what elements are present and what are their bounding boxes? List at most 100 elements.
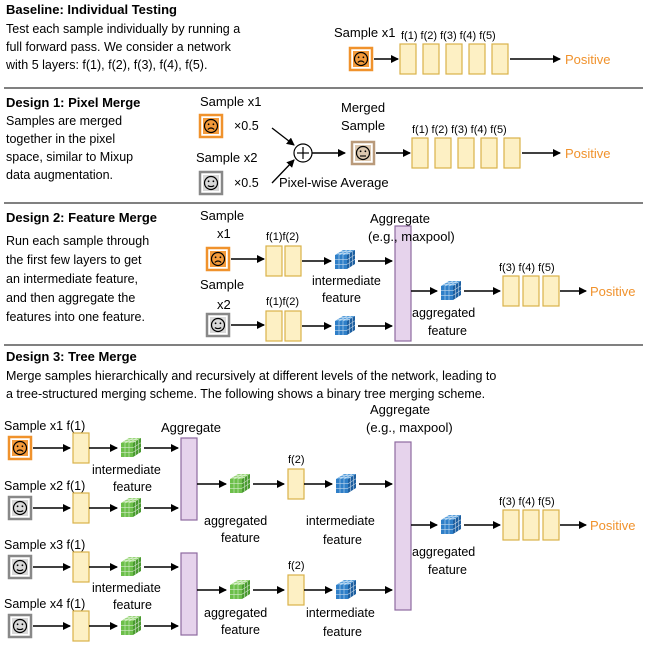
sad-face-icon	[348, 46, 374, 72]
layer-stack-f1-f5	[411, 137, 521, 169]
design1-output: Positive	[565, 146, 611, 161]
design3-f2-label-bottom: f(2)	[288, 560, 305, 572]
design1-section: Design 1: Pixel Merge Samples are merged…	[6, 94, 611, 196]
design3-agg-label-2b: feature	[221, 623, 260, 637]
design3-inter-label-2a: intermediate	[92, 581, 161, 595]
design2-aggregate-label-1: Aggregate	[370, 211, 430, 226]
aggregate-bar	[394, 441, 412, 611]
design2-late-layers: f(3) f(4) f(5)	[499, 262, 555, 274]
merged-face-icon	[350, 140, 376, 166]
feature-cube-icon	[120, 437, 142, 458]
design3-late-layers: f(3) f(4) f(5)	[499, 496, 555, 508]
design2-desc-line2: the first few layers to get	[6, 253, 142, 267]
feature-cube-icon	[440, 514, 462, 535]
baseline-layer-labels: f(1) f(2) f(3) f(4) f(5)	[401, 30, 496, 42]
feature-cube-icon	[120, 497, 142, 518]
design3-inter-label-3b: feature	[323, 533, 362, 547]
baseline-desc-line1: Test each sample individually by running…	[6, 22, 240, 36]
design2-desc-line3: an intermediate feature,	[6, 272, 138, 286]
baseline-output: Positive	[565, 52, 611, 67]
layer-stack-f3-f5	[502, 275, 560, 307]
design3-final-agg-label-2: feature	[428, 563, 467, 577]
baseline-title: Baseline: Individual Testing	[6, 2, 177, 17]
sad-face-icon	[7, 435, 33, 461]
design2-output: Positive	[590, 284, 636, 299]
sad-face-icon	[205, 246, 231, 272]
design1-op-label: Pixel-wise Average	[279, 175, 389, 190]
design2-agg-label-2: feature	[428, 324, 467, 338]
baseline-sample-label: Sample x1	[334, 25, 395, 40]
design3-desc-line2: a tree-structured merging scheme. The fo…	[6, 387, 485, 401]
arrow-icon	[271, 159, 295, 184]
neutral-face-icon	[7, 613, 33, 639]
design3-agg-label-1a: aggregated	[204, 514, 267, 528]
layer-stack-f3-f5	[502, 509, 560, 541]
feature-cube-icon	[335, 473, 357, 494]
design3-final-agg-label-1: aggregated	[412, 545, 475, 559]
design3-f2-label-top: f(2)	[288, 454, 305, 466]
design2-inter-label-1: intermediate	[312, 274, 381, 288]
plus-circle-icon	[293, 143, 313, 163]
aggregate-bar	[180, 552, 198, 636]
design2-sample2-x: x2	[217, 297, 231, 312]
design1-layer-labels: f(1) f(2) f(3) f(4) f(5)	[412, 124, 507, 136]
design2-agg-label-1: aggregated	[412, 306, 475, 320]
design3-output: Positive	[590, 518, 636, 533]
design3-inter-label-4a: intermediate	[306, 606, 375, 620]
neutral-face-icon	[198, 170, 224, 196]
neutral-face-icon	[7, 495, 33, 521]
feature-cube-icon	[229, 579, 251, 600]
feature-cube-icon	[334, 249, 356, 270]
design3-inter-label-3a: intermediate	[306, 514, 375, 528]
neutral-face-icon	[7, 554, 33, 580]
design2-sample2-word: Sample	[200, 277, 244, 292]
design2-aggregate-label-2: (e.g., maxpool)	[368, 229, 455, 244]
design1-merged-label-2: Sample	[341, 118, 385, 133]
design3-desc-line1: Merge samples hierarchically and recursi…	[6, 369, 496, 383]
design1-desc-line3: space, similar to Mixup	[6, 150, 133, 164]
design3-sample2-label: Sample x2 f(1)	[4, 479, 85, 493]
neutral-face-icon	[205, 312, 231, 338]
design3-aggregate-big-label-1: Aggregate	[370, 402, 430, 417]
design3-aggregate-label: Aggregate	[161, 420, 221, 435]
layer-stack-f1-f2	[265, 245, 302, 342]
design2-early-layers-top: f(1)f(2)	[266, 231, 299, 243]
design3-aggregate-big-label-2: (e.g., maxpool)	[366, 420, 453, 435]
design3-title: Design 3: Tree Merge	[6, 349, 137, 364]
arrow-icon	[271, 127, 295, 146]
feature-cube-icon	[334, 315, 356, 336]
baseline-desc-line2: full forward pass. We consider a network	[6, 40, 232, 54]
design1-title: Design 1: Pixel Merge	[6, 95, 140, 110]
layer-f2-block	[287, 574, 305, 606]
design2-sample1-x: x1	[217, 226, 231, 241]
layer-f2-block	[287, 468, 305, 500]
design2-desc-line5: features into one feature.	[6, 310, 145, 324]
design3-sample1-label: Sample x1 f(1)	[4, 419, 85, 433]
feature-cube-icon	[229, 473, 251, 494]
baseline-desc-line3: with 5 layers: f(1), f(2), f(3), f(4), f…	[5, 58, 207, 72]
design1-merged-label-1: Merged	[341, 100, 385, 115]
design3-sample4-label: Sample x4 f(1)	[4, 597, 85, 611]
layer-stack-f1-f5	[399, 43, 509, 75]
aggregate-bar	[394, 225, 412, 342]
design1-weight1: ×0.5	[234, 119, 259, 133]
design3-inter-label-2b: feature	[113, 598, 152, 612]
design2-early-layers-bottom: f(1)f(2)	[266, 296, 299, 308]
design2-desc-line1: Run each sample through	[6, 234, 149, 248]
design3-inter-label-1a: intermediate	[92, 463, 161, 477]
design3-section: Design 3: Tree Merge Merge samples hiera…	[4, 349, 636, 642]
design1-desc-line1: Samples are merged	[6, 114, 122, 128]
feature-cube-icon	[335, 579, 357, 600]
design3-sample3-label: Sample x3 f(1)	[4, 538, 85, 552]
feature-cube-icon	[440, 280, 462, 301]
design1-sample1-label: Sample x1	[200, 94, 261, 109]
design2-title: Design 2: Feature Merge	[6, 210, 157, 225]
design1-weight2: ×0.5	[234, 176, 259, 190]
feature-cube-icon	[120, 615, 142, 636]
design2-section: Design 2: Feature Merge Run each sample …	[6, 208, 636, 342]
design3-inter-label-1b: feature	[113, 480, 152, 494]
design3-agg-label-1b: feature	[221, 531, 260, 545]
design3-agg-label-2a: aggregated	[204, 606, 267, 620]
feature-cube-icon	[120, 556, 142, 577]
